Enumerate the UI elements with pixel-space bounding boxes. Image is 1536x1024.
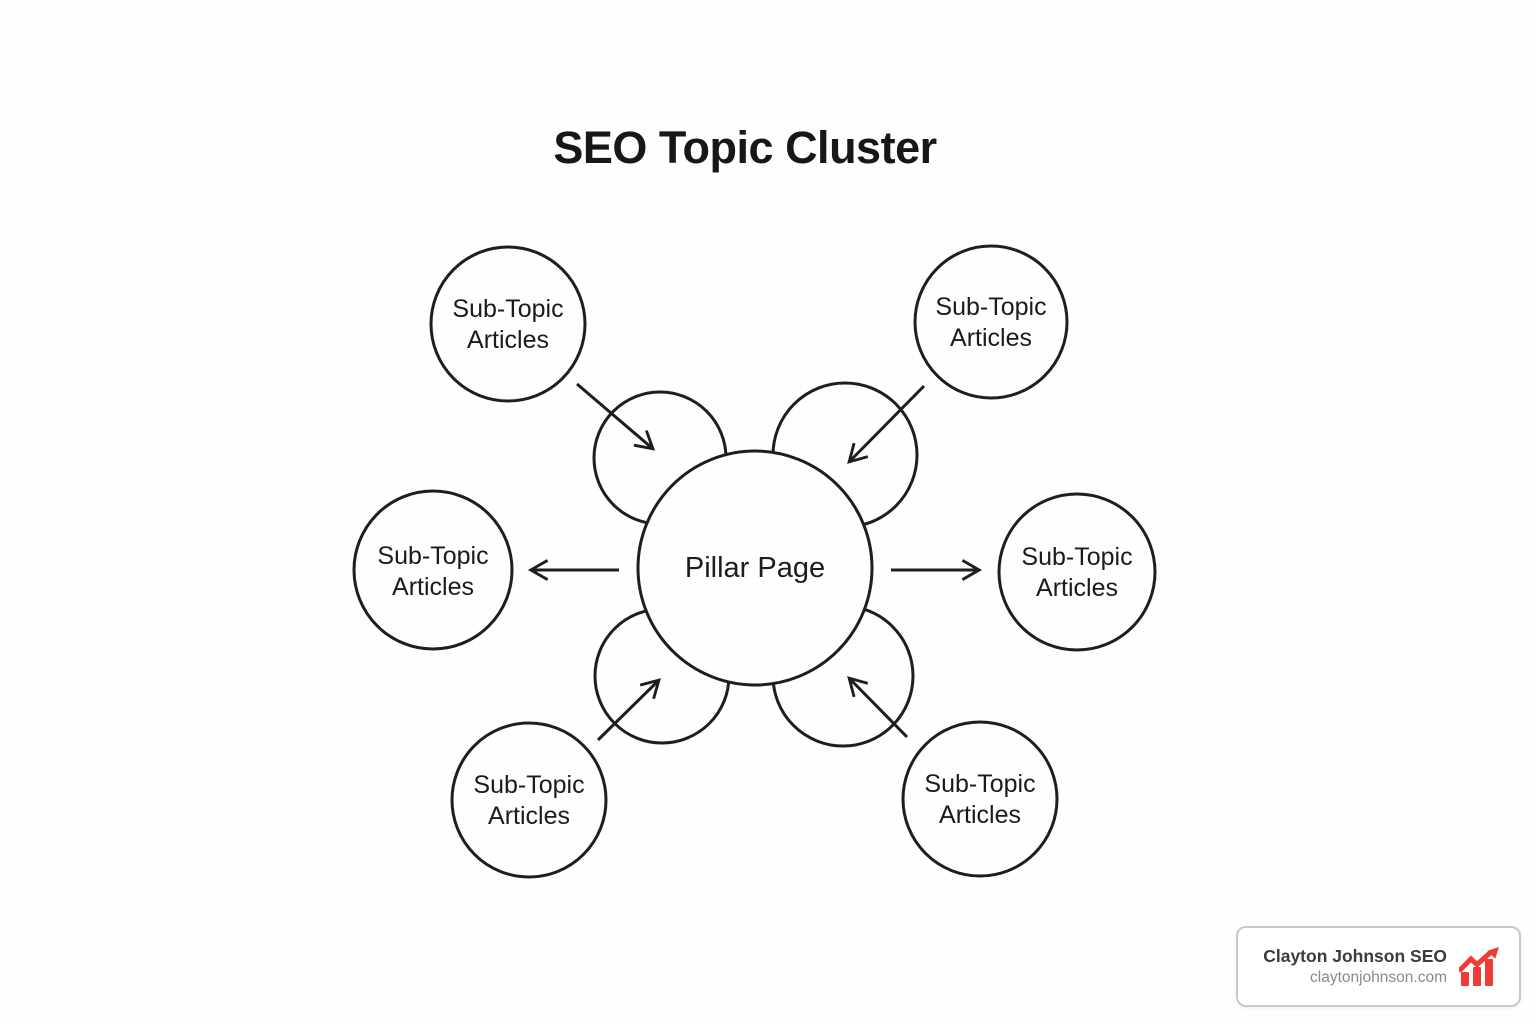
subtopic-label-middle-right: Sub-Topic Articles: [1021, 543, 1133, 602]
pillar-page-label: Pillar Page: [684, 552, 826, 584]
subtopic-circle-bottom-left: [450, 721, 608, 879]
subtopic-circle-top-right: [913, 244, 1069, 400]
watermark-card: Clayton Johnson SEO claytonjohnson.com: [1236, 926, 1521, 1007]
arrow-bottom-left-to-center: [596, 678, 661, 742]
subtopic-label-bottom-left: Sub-Topic Articles: [473, 771, 585, 830]
arrow-bottom-right-to-center: [847, 676, 909, 739]
arrow-top-right-to-center: [847, 384, 926, 464]
subtopic-circle-middle-left: [352, 489, 514, 651]
subtopic-circle-bottom-right: [901, 720, 1059, 878]
page-title: SEO Topic Cluster: [553, 122, 937, 173]
subtopic-circle-middle-right: [997, 492, 1157, 652]
pillar-page-circle: [636, 449, 874, 687]
subtopic-label-top-right: Sub-Topic Articles: [935, 293, 1047, 352]
watermark-name: Clayton Johnson SEO: [1263, 946, 1447, 966]
watermark-website: claytonjohnson.com: [1310, 969, 1447, 986]
growth-chart-icon: [1459, 946, 1499, 986]
subtopic-circle-top-left: [429, 245, 587, 403]
subtopic-label-middle-left: Sub-Topic Articles: [377, 542, 489, 601]
subtopic-label-bottom-right: Sub-Topic Articles: [924, 770, 1036, 829]
subtopic-label-top-left: Sub-Topic Articles: [452, 295, 564, 354]
arrow-top-left-to-center: [576, 382, 656, 451]
